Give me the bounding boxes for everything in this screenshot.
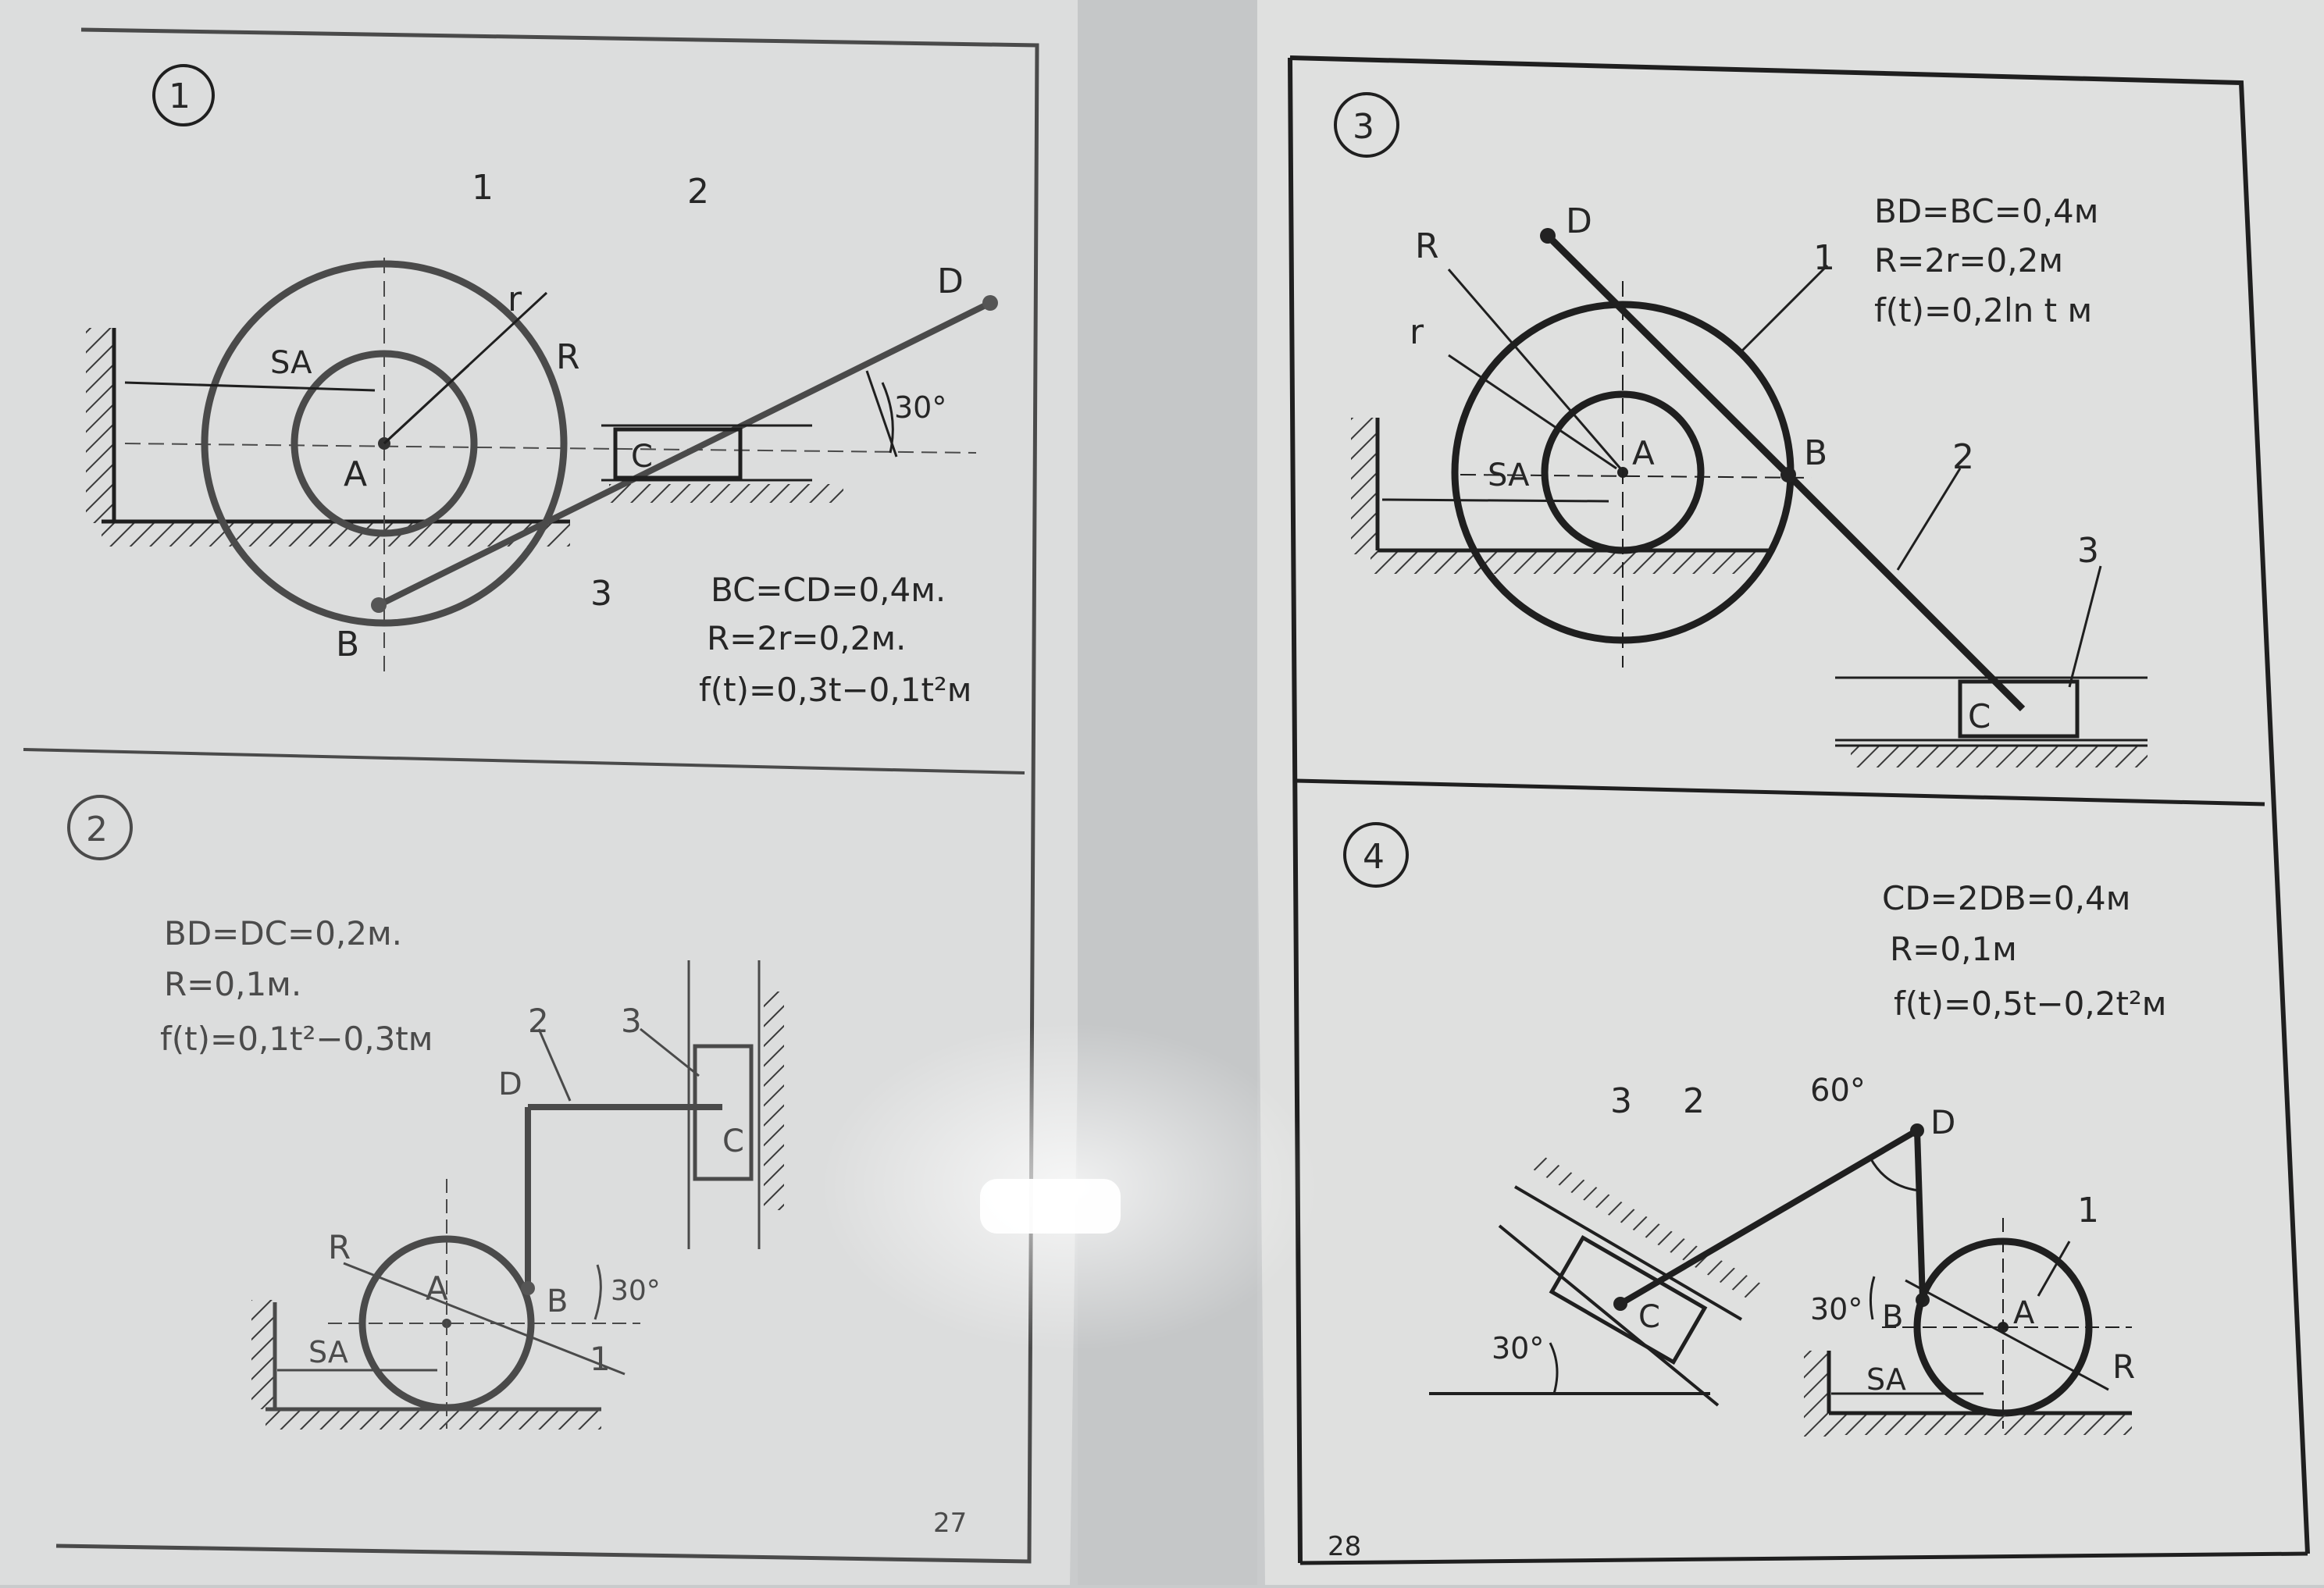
label-D: D	[498, 1066, 522, 1102]
label-SA: SA	[1866, 1362, 1906, 1397]
param-line-3: f(t)=0,3t−0,1t²м	[699, 671, 971, 709]
page-left	[0, 0, 1093, 1585]
label-SA: SA	[270, 345, 312, 381]
label-angle-slope: 30°	[1492, 1331, 1544, 1365]
label-body1: 1	[1813, 238, 1835, 278]
param-line-2: R=0,1м	[1890, 930, 2017, 968]
label-body2: 2	[1683, 1081, 1705, 1121]
problem-number-circle	[1334, 92, 1399, 158]
label-body1: 1	[590, 1340, 611, 1378]
problem-4: 4 CD=2DB=0,4м R=0,1м f(t)=0,5t−0,2t²м	[1343, 822, 2166, 1437]
param-line-2: R=0,1м.	[164, 965, 301, 1003]
param-line-2: R=2r=0,2м	[1874, 241, 2063, 280]
problem-number-circle	[152, 64, 215, 126]
label-C: C	[1638, 1299, 1660, 1335]
label-body2: 2	[528, 1002, 549, 1040]
label-C: C	[1968, 697, 1991, 735]
slider-C	[1958, 679, 2080, 739]
label-A: A	[2013, 1295, 2035, 1331]
rod-DB	[1545, 233, 1791, 478]
problem-2: 2 BD=DC=0,2м. R=0,1м. f(t)=0,1t²−0,3tм	[67, 795, 784, 1430]
label-r: r	[1410, 312, 1424, 352]
page-number-27: 27	[933, 1508, 967, 1539]
label-D: D	[937, 262, 964, 301]
label-B: B	[1882, 1299, 1903, 1335]
problem-number: 1	[169, 77, 191, 116]
param-line-1: BC=CD=0,4м.	[711, 571, 946, 609]
label-body3: 3	[1610, 1081, 1632, 1121]
label-B: B	[1804, 433, 1827, 473]
label-B: B	[336, 625, 359, 664]
page-27: 27 1	[23, 27, 1039, 1564]
label-A: A	[1632, 434, 1655, 472]
problem-number: 2	[86, 810, 108, 849]
problem-number-circle	[1343, 822, 1409, 888]
label-R: R	[1415, 226, 1439, 266]
param-line-1: BD=BC=0,4м	[1874, 192, 2098, 230]
label-D: D	[1930, 1103, 1955, 1141]
page-28: 28 3 BD=BC=0,4м R=2r=0,2м f(t)=0,2ln t м	[1288, 55, 2310, 1565]
ground-hatch	[102, 522, 570, 547]
label-R: R	[556, 337, 580, 377]
label-angle: 30°	[611, 1275, 661, 1307]
glare-highlight	[980, 1179, 1121, 1234]
problem-number: 4	[1363, 837, 1385, 877]
rod-DB	[1914, 1130, 1926, 1301]
label-body1: 1	[2077, 1191, 2099, 1230]
param-line-3: f(t)=0,1t²−0,3tм	[160, 1020, 433, 1058]
label-SA: SA	[308, 1335, 348, 1369]
link-BD	[377, 300, 992, 608]
param-line-1: BD=DC=0,2м.	[164, 914, 402, 952]
param-line-1: CD=2DB=0,4м	[1882, 879, 2130, 917]
label-angle-top: 60°	[1810, 1073, 1866, 1109]
label-A: A	[344, 454, 367, 494]
label-body3: 3	[621, 1002, 642, 1040]
label-body2: 2	[1952, 437, 1974, 477]
label-C: C	[631, 439, 653, 475]
problem-1: 1 1 2 3	[86, 64, 998, 709]
label-angle-B: 30°	[1810, 1292, 1862, 1326]
slider-C	[1549, 1234, 1708, 1365]
label-body3: 3	[590, 574, 612, 614]
label-C: C	[722, 1123, 744, 1159]
problem-number-circle	[67, 795, 133, 860]
label-SA: SA	[1488, 458, 1530, 493]
label-r: r	[508, 280, 522, 319]
page-number-28: 28	[1328, 1531, 1361, 1562]
label-A: A	[426, 1269, 448, 1308]
rod-BC	[1785, 472, 2026, 712]
param-line-3: f(t)=0,5t−0,2t²м	[1894, 984, 2166, 1023]
problem-3: 3 BD=BC=0,4м R=2r=0,2м f(t)=0,2ln t м	[1334, 92, 2148, 767]
label-body3: 3	[2077, 531, 2099, 571]
label-D: D	[1566, 201, 1592, 241]
slider-C	[613, 427, 743, 480]
rod-CD	[1618, 1127, 1919, 1307]
label-B: B	[547, 1284, 568, 1319]
label-R: R	[328, 1228, 351, 1266]
label-body1: 1	[472, 168, 494, 208]
param-line-2: R=2r=0,2м.	[707, 619, 906, 657]
slider-C	[693, 1044, 754, 1181]
wall-hatch	[86, 328, 114, 523]
label-angle: 30°	[894, 390, 946, 425]
problem-number: 3	[1353, 107, 1374, 147]
label-R: R	[2112, 1348, 2135, 1386]
label-body2: 2	[687, 172, 709, 212]
param-line-3: f(t)=0,2ln t м	[1874, 291, 2092, 329]
